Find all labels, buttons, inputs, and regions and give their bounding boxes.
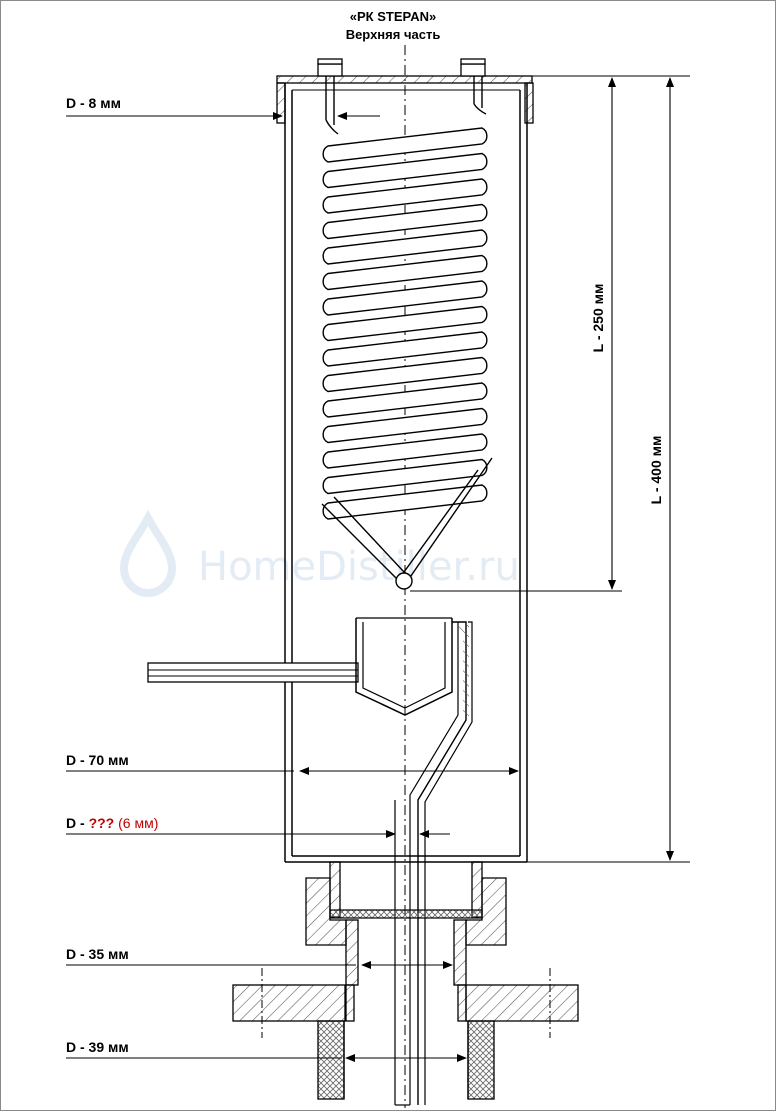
bottom-fittings xyxy=(232,861,579,1100)
cooling-coil xyxy=(322,127,488,520)
drawing-subtitle: Верхняя часть xyxy=(346,27,441,42)
coil-turn xyxy=(322,127,488,163)
watermark-text: HomeDistiller.ru xyxy=(198,544,520,590)
coil-turn xyxy=(322,484,488,520)
coil-turn xyxy=(322,203,488,240)
dimension-l400: L - 400 мм xyxy=(527,75,690,863)
coil-turn xyxy=(322,331,488,367)
drain-tube xyxy=(394,621,473,1106)
dimension-d35: D - 35 мм xyxy=(66,946,453,969)
label-d-35: D - 35 мм xyxy=(66,946,129,962)
coil-turn xyxy=(322,433,488,469)
collector-cup xyxy=(147,617,453,716)
label-l-250: L - 250 мм xyxy=(590,284,606,353)
top-lid xyxy=(276,58,534,124)
coil-turn xyxy=(322,382,488,418)
watermark-drop-icon xyxy=(119,509,177,598)
drawing-title: «РК STEPAN» xyxy=(350,9,436,24)
coil-turn xyxy=(322,254,488,291)
dimension-d39: D - 39 мм xyxy=(66,1039,467,1062)
coil-turn xyxy=(322,178,488,214)
coil-turn xyxy=(322,356,488,393)
coil-turn xyxy=(322,280,488,316)
coil-turn xyxy=(322,152,488,189)
watermark: HomeDistiller.ru xyxy=(119,509,520,598)
coil-inlet-pipes xyxy=(325,76,487,135)
label-d-70: D - 70 мм xyxy=(66,752,129,768)
dimension-l250: L - 250 мм xyxy=(410,75,622,592)
dimension-d8: D - 8 мм xyxy=(66,95,380,120)
coil-turn xyxy=(322,305,488,342)
coil-turn xyxy=(322,407,488,444)
label-d-unknown: D - ??? (6 мм) xyxy=(66,815,158,831)
label-d-39: D - 39 мм xyxy=(66,1039,129,1055)
dimension-d70: D - 70 мм xyxy=(66,752,519,775)
coil-turn xyxy=(322,458,488,495)
dimension-d-unknown: D - ??? (6 мм) xyxy=(66,815,450,838)
label-l-400: L - 400 мм xyxy=(648,436,664,505)
coil-cone xyxy=(321,457,493,590)
coil-turn xyxy=(322,229,488,265)
label-d-8: D - 8 мм xyxy=(66,95,121,111)
